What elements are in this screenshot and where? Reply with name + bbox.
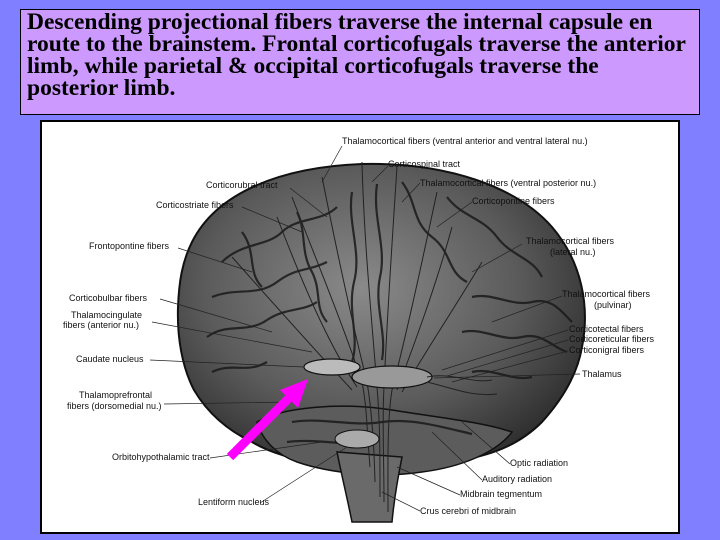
label-thalamoprefrontal-2: fibers (dorsomedial nu.)	[67, 401, 162, 411]
label-corticotectal: Corticotectal fibers	[569, 324, 644, 334]
caudate-nucleus	[303, 358, 361, 376]
label-corticorubral: Corticorubral tract	[206, 180, 278, 190]
brain-diagram-figure: Thalamocortical fibers (ventral anterior…	[40, 120, 680, 534]
brainstem	[336, 451, 403, 523]
thalamus	[351, 365, 433, 389]
label-lentiform: Lentiform nucleus	[198, 497, 270, 507]
thalamus-lateral-fibers	[426, 375, 498, 396]
label-corticostriate: Corticostriate fibers	[156, 200, 234, 210]
label-thalamocortical-vp: Thalamocortical fibers (ventral posterio…	[420, 178, 596, 188]
label-crus-cerebri: Crus cerebri of midbrain	[420, 506, 516, 516]
label-caudate: Caudate nucleus	[76, 354, 144, 364]
label-thalamocortical-pulvinar-1: Thalamocortical fibers	[562, 289, 651, 299]
label-corticoreticular: Corticoreticular fibers	[569, 334, 655, 344]
slide-caption: Descending projectional fibers traverse …	[20, 9, 700, 115]
label-thalamocortical-lateral-1: Thalamocortical fibers	[526, 236, 615, 246]
temporal-lobe	[256, 405, 514, 476]
label-corticonigral: Corticonigral fibers	[569, 345, 645, 355]
label-thalamus: Thalamus	[582, 369, 622, 379]
magenta-arrow	[226, 379, 308, 461]
label-optic-radiation: Optic radiation	[510, 458, 568, 468]
label-frontopontine: Frontopontine fibers	[89, 241, 170, 251]
label-thalamoprefrontal-1: Thalamoprefrontal	[79, 390, 152, 400]
label-thalamocingulate-2: fibers (anterior nu.)	[63, 320, 139, 330]
gyri-pattern	[206, 181, 573, 445]
label-corticopontine: Corticopontine fibers	[472, 196, 555, 206]
label-thalamocortical-pulvinar-2: (pulvinar)	[594, 300, 632, 310]
label-thalamocortical-lateral-2: (lateral nu.)	[550, 247, 596, 257]
label-thalamocingulate-1: Thalamocingulate	[71, 310, 142, 320]
label-thalamocortical-va-vl: Thalamocortical fibers (ventral anterior…	[342, 136, 588, 146]
diagram-labels: Thalamocortical fibers (ventral anterior…	[63, 136, 655, 516]
lentiform-nucleus	[334, 429, 380, 449]
label-auditory-radiation: Auditory radiation	[482, 474, 552, 484]
label-orbitohypothalamic: Orbitohypothalamic tract	[112, 452, 210, 462]
label-corticobulbar: Corticobulbar fibers	[69, 293, 148, 303]
label-corticospinal: Corticospinal tract	[388, 159, 461, 169]
brain-diagram: Thalamocortical fibers (ventral anterior…	[63, 136, 655, 523]
label-midbrain-tegmentum: Midbrain tegmentum	[460, 489, 542, 499]
